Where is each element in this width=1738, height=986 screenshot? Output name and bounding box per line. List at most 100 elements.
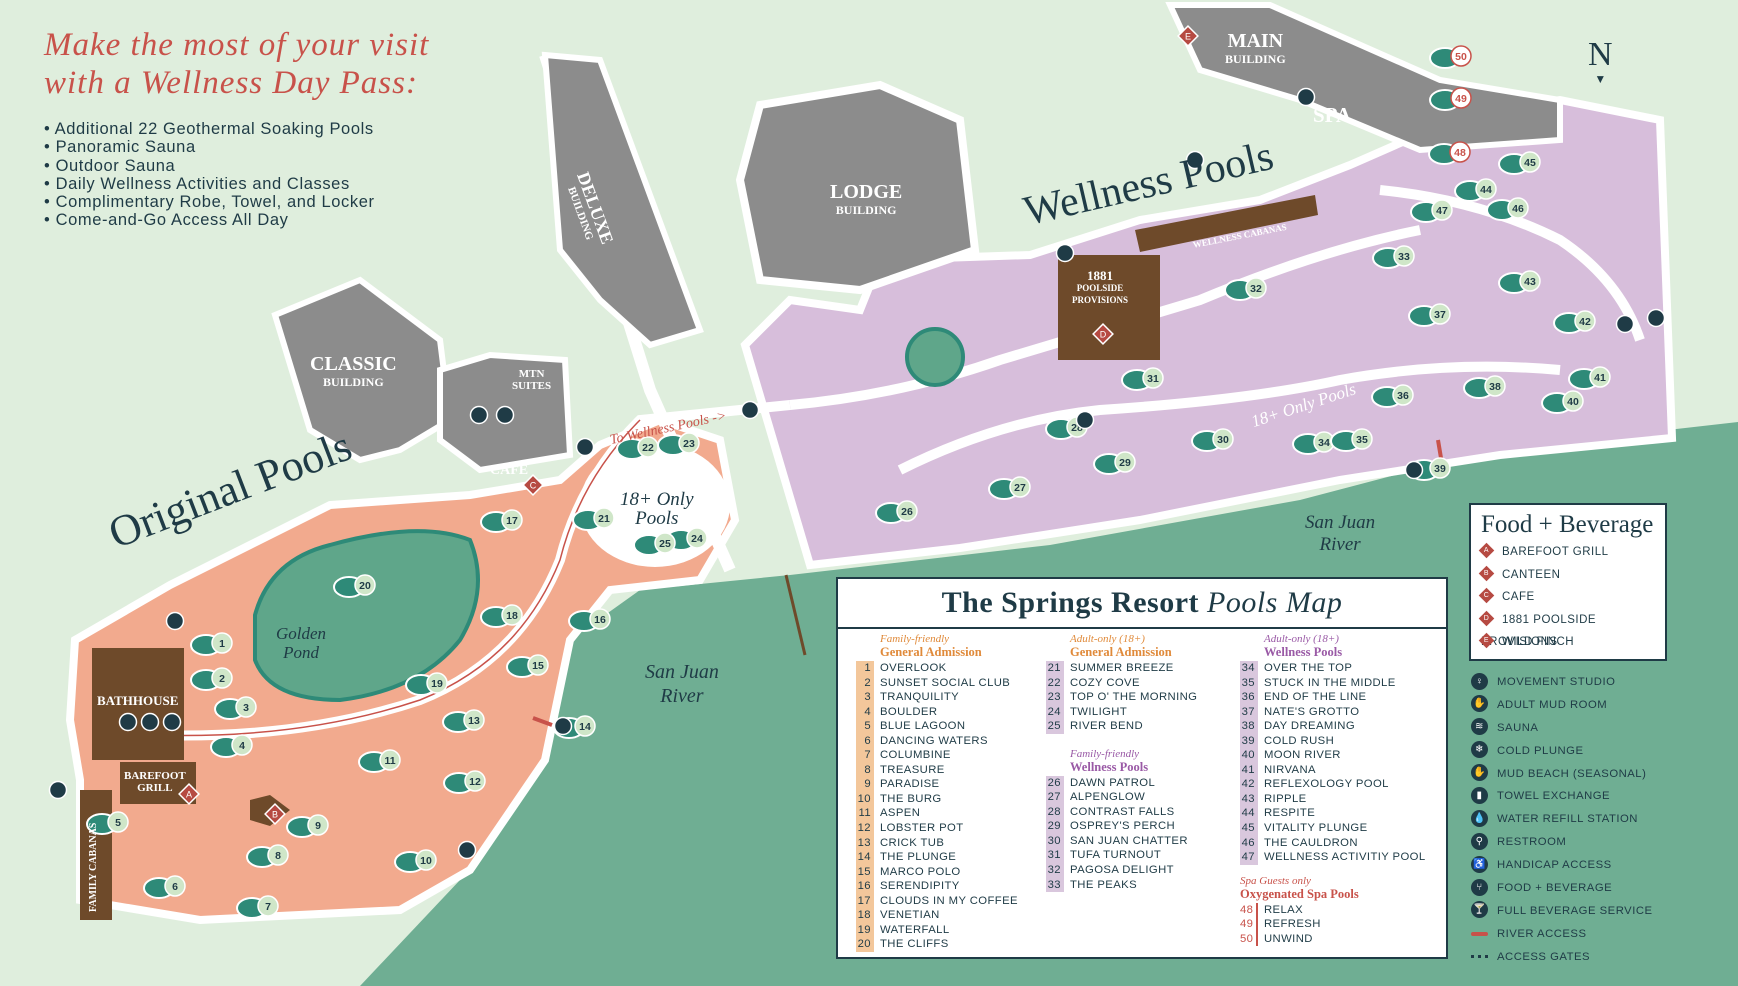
venue-name: CANTEEN (1502, 568, 1561, 581)
pool-number-marker[interactable] (1429, 303, 1451, 325)
pool-name: SUNSET SOCIAL CLUB (880, 676, 1011, 689)
amenity-map-icon[interactable] (1075, 410, 1095, 430)
pool-number-marker[interactable] (1484, 375, 1506, 397)
pool-name: LOBSTER POT (880, 822, 964, 835)
pool-number-marker[interactable] (379, 749, 401, 771)
pool-number-marker[interactable] (686, 527, 708, 549)
venue-marker-b[interactable]: B (264, 803, 286, 825)
pool-number-marker[interactable] (1431, 199, 1453, 221)
movement-studio-icon: ♀ (1471, 672, 1488, 690)
pool-number-marker[interactable] (235, 696, 257, 718)
pool-number-marker[interactable] (415, 849, 437, 871)
amenity-legend-item: ACCESS GATES (1471, 946, 1711, 969)
venue-marker-a[interactable]: A (178, 783, 200, 805)
amenity-map-icon[interactable] (1185, 150, 1205, 170)
pool-number-marker[interactable] (1574, 310, 1596, 332)
amenity-map-icon[interactable] (469, 405, 489, 425)
pool-number-marker[interactable] (1392, 384, 1414, 406)
venue-marker-d[interactable]: D (1092, 323, 1114, 345)
pool-number-marker[interactable] (1519, 151, 1541, 173)
promo-bullet: Complimentary Robe, Towel, and Locker (44, 193, 514, 211)
pool-number-marker[interactable] (1009, 476, 1031, 498)
pool-number: 15 (856, 864, 874, 880)
pool-number-marker[interactable] (574, 715, 596, 737)
pool-number-marker[interactable] (257, 895, 279, 917)
pool-number-label: 49 (1455, 93, 1467, 105)
amenity-map-icon[interactable] (118, 712, 138, 732)
amenity-map-icon[interactable] (1646, 308, 1666, 328)
amenity-map-icon[interactable] (1404, 460, 1424, 480)
pool-number-marker[interactable] (464, 770, 486, 792)
adult-only-label: 18+ Only Pools (620, 490, 694, 528)
pool-number-marker[interactable] (1393, 245, 1415, 267)
venue-marker-c[interactable]: C (522, 474, 544, 496)
amenity-map-icon[interactable] (495, 405, 515, 425)
amenity-legend-item: ♀MOVEMENT STUDIO (1471, 671, 1711, 694)
amenity-name: TOWEL EXCHANGE (1497, 790, 1611, 803)
pool-number-marker[interactable] (527, 654, 549, 676)
pool-number-label: 34 (1318, 437, 1330, 449)
pool-number-marker[interactable] (1429, 457, 1451, 479)
pool-number-marker[interactable] (231, 734, 253, 756)
pool-number-marker[interactable] (1449, 141, 1471, 163)
pool-number-marker[interactable] (1562, 390, 1584, 412)
amenity-map-icon[interactable] (575, 437, 595, 457)
amenity-map-icon[interactable] (48, 780, 68, 800)
pool-number-marker[interactable] (307, 814, 329, 836)
pool-number-marker[interactable] (501, 604, 523, 626)
pool-number-marker[interactable] (354, 574, 376, 596)
pool-number-marker[interactable] (593, 507, 615, 529)
pool-number-marker[interactable] (1212, 428, 1234, 450)
pool-name: OVERLOOK (880, 662, 947, 674)
venue-marker-e[interactable]: E (1177, 25, 1199, 47)
pool-number-marker[interactable] (1351, 428, 1373, 450)
amenity-map-icon[interactable] (457, 840, 477, 860)
pool-number-marker[interactable] (1114, 451, 1136, 473)
pool-number-marker[interactable] (654, 532, 676, 554)
pool-number-marker[interactable] (1142, 367, 1164, 389)
amenity-map-icon[interactable] (162, 712, 182, 732)
pool-number-marker[interactable] (164, 875, 186, 897)
pool-number-marker[interactable] (678, 432, 700, 454)
amenity-map-icon[interactable] (165, 611, 185, 631)
amenity-map-icon[interactable] (740, 400, 760, 420)
pool-number-marker[interactable] (1450, 45, 1472, 67)
amenity-map-icon[interactable] (1296, 87, 1316, 107)
pool-number-marker[interactable] (1589, 366, 1611, 388)
pool-name: REFRESH (1264, 918, 1321, 931)
pool-number-marker[interactable] (501, 509, 523, 531)
pool-number-marker[interactable] (426, 672, 448, 694)
restroom-icon: ⚲ (1471, 832, 1488, 850)
venue-name: BAREFOOT GRILL (1502, 546, 1609, 558)
pool-number-marker[interactable] (896, 500, 918, 522)
pool-number-marker[interactable] (107, 811, 129, 833)
pool-number-marker[interactable] (1507, 197, 1529, 219)
pool-number: 27 (1046, 790, 1064, 805)
pool-number-marker[interactable] (211, 632, 233, 654)
pool-number-marker[interactable] (267, 844, 289, 866)
amenity-map-icon[interactable] (1615, 314, 1635, 334)
pool-number-label: 33 (1398, 251, 1410, 263)
pool-number-marker[interactable] (211, 667, 233, 689)
pool-number-marker[interactable] (1245, 277, 1267, 299)
amenity-map-icon[interactable] (1055, 243, 1075, 263)
pool-number-marker[interactable] (589, 608, 611, 630)
category-title: General Admission (880, 645, 982, 659)
amenity-legend-item: ▮TOWEL EXCHANGE (1471, 785, 1711, 808)
category-label: Adult-only (18+) (1264, 633, 1339, 645)
pool-number-marker[interactable] (1475, 178, 1497, 200)
pool-number-label: 47 (1436, 205, 1448, 217)
pool-number-marker[interactable] (1450, 87, 1472, 109)
mtn-suites-line-1: MTN (518, 368, 545, 380)
pool-name: SAN JUAN CHATTER (1070, 834, 1188, 847)
pool-number-marker[interactable] (1519, 270, 1541, 292)
amenity-map-icon[interactable] (553, 716, 573, 736)
pool-number-marker[interactable] (463, 709, 485, 731)
amenity-map-icon[interactable] (140, 712, 160, 732)
